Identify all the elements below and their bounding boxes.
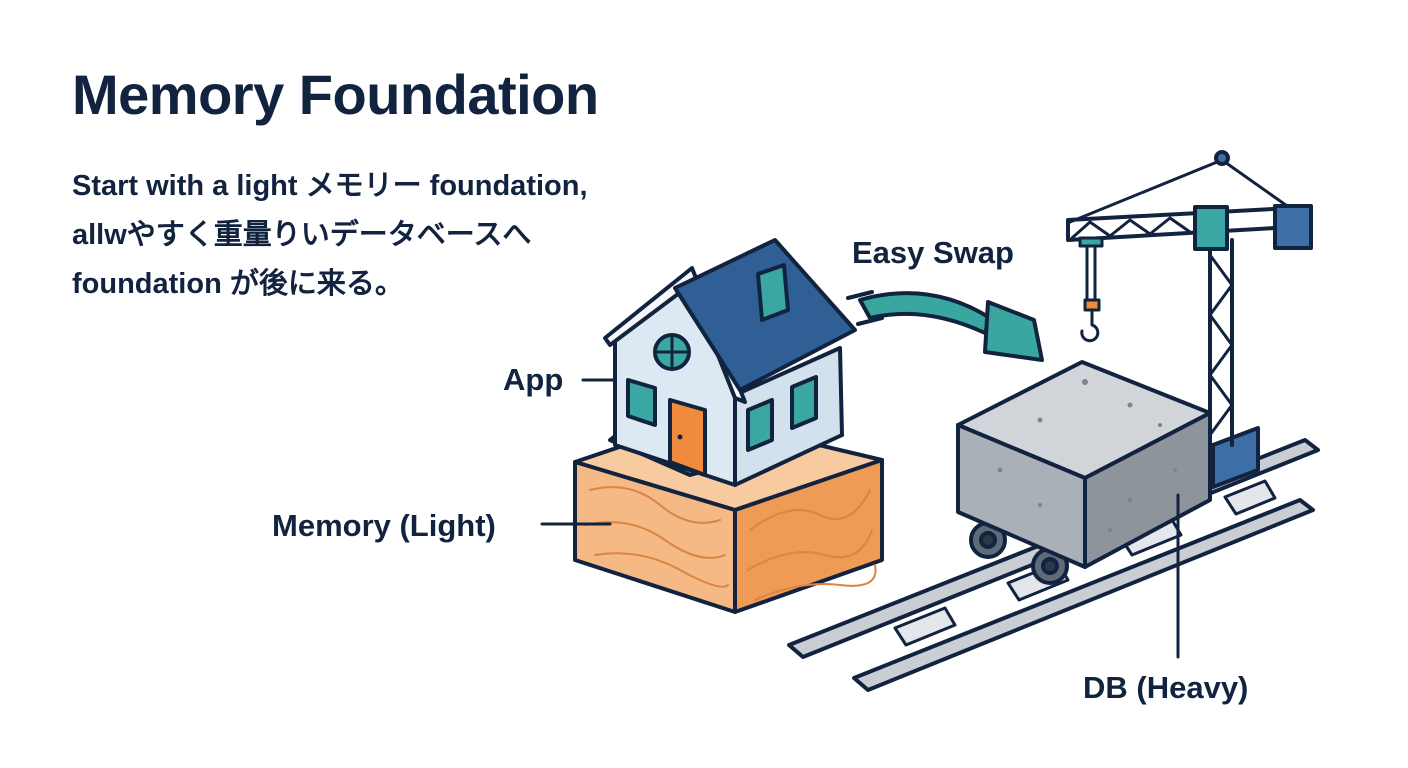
concrete-block-icon xyxy=(956,360,1212,569)
description-line-2: allwやすく重量りいデータベースへ xyxy=(72,219,532,251)
description-line-3: foundation が後に来る。 xyxy=(72,268,404,300)
description-line-1: Start with a light メモリー foundation, xyxy=(72,170,588,202)
house-icon xyxy=(603,238,857,487)
crane-icon xyxy=(1066,150,1313,496)
swap-label: Easy Swap xyxy=(852,235,1014,270)
swap-arrow-icon xyxy=(846,290,1044,362)
description: Start with a light メモリー foundation, allw… xyxy=(72,162,588,309)
app-label: App xyxy=(503,362,564,397)
db-label: DB (Heavy) xyxy=(1083,670,1249,705)
memory-label: Memory (Light) xyxy=(272,508,496,543)
page-title: Memory Foundation xyxy=(72,63,599,126)
